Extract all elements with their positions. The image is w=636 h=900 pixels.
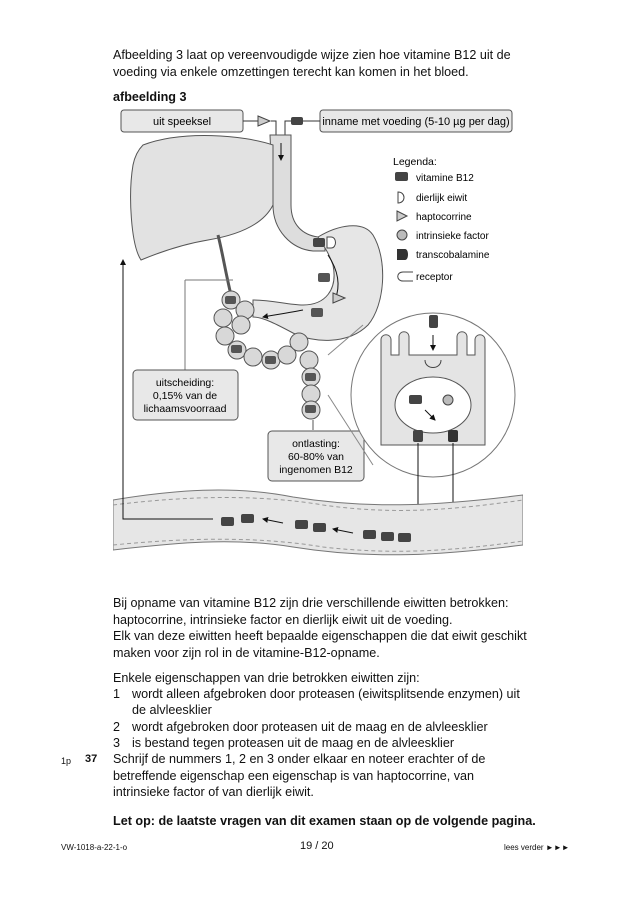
stomach <box>252 225 384 341</box>
legend-item-transcobalamin: transcobalamine <box>416 250 490 261</box>
list-text: de alvleesklier <box>132 703 212 717</box>
p1-line-2: haptocorrine, intrinsieke factor en dier… <box>113 613 453 627</box>
legend-item-animal-protein: dierlijk eiwit <box>416 193 467 204</box>
feces-line-3: ingenomen B12 <box>279 464 353 476</box>
feces-line-2: 60-80% van <box>288 451 344 463</box>
legend-item-haptocorrin: haptocorrine <box>416 212 472 223</box>
p1-line-4: maken voor zijn rol in de vitamine-B12-o… <box>113 646 380 660</box>
excretion-line-3: lichaamsvoorraad <box>144 403 227 415</box>
excretion-box <box>132 369 239 421</box>
feces-line-1: ontlasting: <box>292 438 340 450</box>
excretion-line-2: 0,15% van de <box>153 390 217 402</box>
legend-item-intrinsic-factor: intrinsieke factor <box>416 231 489 242</box>
saliva-label: uit speeksel <box>153 116 211 128</box>
question-line-2: betreffende eigenschap een eigenschap is… <box>113 769 475 783</box>
question-number: 37 <box>85 753 98 765</box>
question-points: 1p <box>61 756 72 766</box>
vitamin-b12-diagram: uit speeksel inname met voeding (5-10 µg… <box>113 109 523 556</box>
question-line-3: intrinsieke factor of van dierlijk eiwit… <box>113 785 314 799</box>
list-number: 3 <box>113 736 121 750</box>
list-number: 1 <box>113 687 121 701</box>
liver <box>130 135 274 261</box>
feces-box <box>267 430 365 482</box>
question-line-1: Schrijf de nummers 1, 2 en 3 onder elkaa… <box>113 752 486 766</box>
figure-title: afbeelding 3 <box>113 90 187 104</box>
intake-label: inname met voeding (5-10 µg per dag) <box>322 116 509 128</box>
legend-item-b12: vitamine B12 <box>416 173 474 184</box>
p1-line-3: Elk van deze eiwitten heeft bepaalde eig… <box>113 629 527 643</box>
blood-vessel <box>113 489 523 556</box>
legend-item-receptor: receptor <box>416 272 453 283</box>
footer-page: 19 / 20 <box>300 840 334 852</box>
list-number: 2 <box>113 720 121 734</box>
list-text: wordt alleen afgebroken door proteasen (… <box>132 687 520 701</box>
p1-line-1: Bij opname van vitamine B12 zijn drie ve… <box>113 596 509 610</box>
excretion-line-1: uitscheiding: <box>156 377 214 389</box>
legend-title: Legenda: <box>393 156 437 168</box>
footer-code: VW-1018-a-22-1-o <box>61 843 128 852</box>
footer-next: lees verder ►►► <box>504 843 570 852</box>
intro-line-1: Afbeelding 3 laat op vereenvoudigde wijz… <box>113 48 511 62</box>
list-text: is bestand tegen proteasen uit de maag e… <box>132 736 455 750</box>
notice: Let op: de laatste vragen van dit examen… <box>113 814 536 828</box>
intro-line-2: voeding via enkele omzettingen terecht k… <box>113 65 469 79</box>
list-text: wordt afgebroken door proteasen uit de m… <box>132 720 488 734</box>
p2: Enkele eigenschappen van drie betrokken … <box>113 671 420 685</box>
